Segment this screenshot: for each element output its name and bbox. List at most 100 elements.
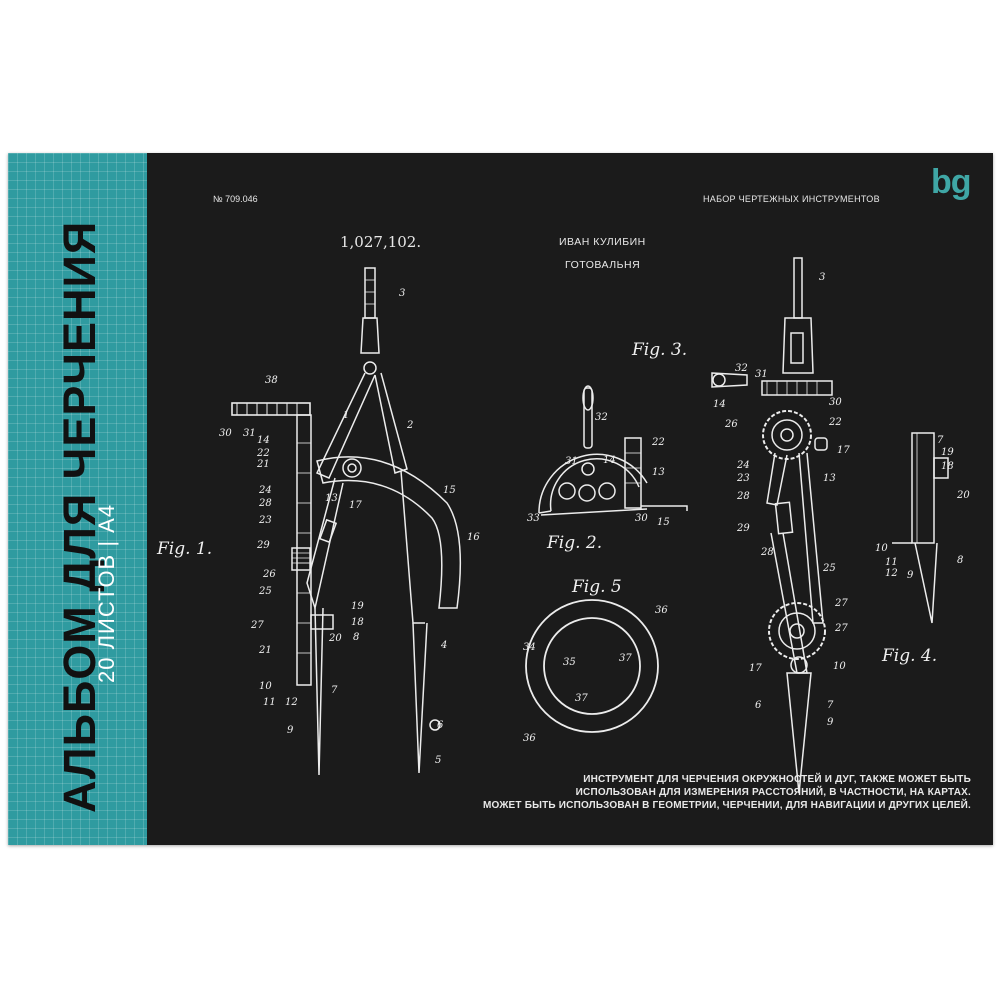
description-text: ИНСТРУМЕНТ ДЛЯ ЧЕРЧЕНИЯ ОКРУЖНОСТЕЙ И ДУ…: [483, 773, 971, 812]
svg-text:36: 36: [655, 605, 668, 616]
svg-text:18: 18: [351, 617, 364, 628]
svg-text:30: 30: [219, 428, 232, 439]
svg-text:19: 19: [351, 601, 364, 612]
figure-caption-5: Fig. 5: [571, 577, 622, 597]
svg-text:2: 2: [406, 420, 413, 431]
catalog-number: № 709.046: [213, 194, 258, 204]
gear-compass-drawing-fig3: [711, 257, 833, 794]
svg-text:27: 27: [834, 623, 848, 634]
album-subtitle: 20 ЛИСТОВ | А4: [94, 503, 119, 683]
svg-text:30: 30: [635, 513, 648, 524]
svg-text:26: 26: [724, 419, 738, 430]
svg-text:15: 15: [657, 517, 670, 528]
svg-text:7: 7: [937, 435, 944, 446]
side-detail-drawing-fig4: [892, 432, 949, 624]
svg-text:22: 22: [651, 437, 665, 448]
svg-text:31: 31: [755, 369, 768, 380]
svg-text:30: 30: [829, 397, 842, 408]
svg-text:1: 1: [343, 410, 349, 421]
svg-text:11: 11: [885, 557, 898, 568]
figure-caption-1: Fig. 1.: [156, 539, 212, 559]
svg-text:21: 21: [256, 459, 270, 470]
svg-text:17: 17: [837, 445, 850, 456]
svg-text:23: 23: [258, 515, 272, 526]
svg-text:24: 24: [258, 485, 272, 496]
svg-text:12: 12: [885, 568, 898, 579]
description-line: МОЖЕТ БЫТЬ ИСПОЛЬЗОВАН В ГЕОМЕТРИИ, ЧЕРЧ…: [482, 800, 971, 811]
figure-caption-3: Fig. 3.: [631, 340, 687, 360]
svg-text:4: 4: [440, 640, 447, 651]
svg-text:19: 19: [941, 447, 954, 458]
svg-text:22: 22: [828, 417, 842, 428]
svg-text:28: 28: [760, 547, 774, 558]
svg-text:27: 27: [250, 620, 264, 631]
svg-text:31: 31: [243, 428, 256, 439]
svg-text:14: 14: [603, 455, 616, 466]
svg-text:9: 9: [907, 570, 914, 581]
svg-text:9: 9: [827, 717, 834, 728]
svg-text:10: 10: [875, 543, 888, 554]
svg-text:15: 15: [443, 485, 456, 496]
svg-text:13: 13: [652, 467, 665, 478]
svg-text:20: 20: [956, 490, 970, 501]
svg-text:32: 32: [595, 412, 608, 423]
svg-text:25: 25: [822, 563, 836, 574]
svg-text:9: 9: [287, 725, 294, 736]
svg-text:11: 11: [263, 697, 276, 708]
svg-text:28: 28: [258, 498, 272, 509]
svg-text:10: 10: [259, 681, 272, 692]
svg-text:38: 38: [265, 375, 278, 386]
svg-text:35: 35: [563, 657, 576, 668]
description-line: ИНСТРУМЕНТ ДЛЯ ЧЕРЧЕНИЯ ОКРУЖНОСТЕЙ И ДУ…: [583, 774, 971, 785]
figure-caption-4: Fig. 4.: [881, 646, 937, 666]
protractor-drawing-fig2: [538, 385, 688, 516]
svg-text:28: 28: [736, 491, 750, 502]
svg-text:27: 27: [834, 598, 848, 609]
patent-number: 1,027,102.: [340, 233, 422, 251]
svg-text:26: 26: [262, 569, 276, 580]
notebook-cover: АЛЬБОМ ДЛЯ ЧЕРЧЕНИЯ 20 ЛИСТОВ | А4: [8, 153, 993, 845]
svg-text:24: 24: [736, 460, 750, 471]
svg-text:20: 20: [328, 633, 342, 644]
svg-text:3: 3: [399, 288, 405, 299]
svg-text:34: 34: [523, 642, 536, 653]
svg-text:13: 13: [325, 493, 338, 504]
series-title: НАБОР ЧЕРТЕЖНЫХ ИНСТРУМЕНТОВ: [703, 194, 880, 204]
author-name: ИВАН КУЛИБИН: [559, 236, 646, 248]
svg-text:13: 13: [823, 473, 836, 484]
product-name: ГОТОВАЛЬНЯ: [565, 259, 641, 271]
svg-text:14: 14: [713, 399, 726, 410]
svg-text:37: 37: [619, 653, 632, 664]
svg-text:36: 36: [523, 733, 536, 744]
svg-text:3: 3: [819, 272, 825, 283]
svg-text:17: 17: [749, 663, 762, 674]
svg-text:8: 8: [353, 632, 359, 643]
svg-text:23: 23: [736, 473, 750, 484]
svg-text:7: 7: [827, 700, 834, 711]
svg-text:7: 7: [331, 685, 338, 696]
figure-caption-2: Fig. 2.: [546, 533, 602, 553]
svg-text:22: 22: [256, 448, 270, 459]
svg-text:6: 6: [437, 720, 444, 731]
brand-logo: bg: [931, 163, 972, 201]
svg-text:14: 14: [257, 435, 270, 446]
compass-drawing-fig1: [231, 267, 462, 776]
svg-text:12: 12: [285, 697, 298, 708]
cover-spine-band: АЛЬБОМ ДЛЯ ЧЕРЧЕНИЯ 20 ЛИСТОВ | А4: [8, 153, 147, 845]
svg-text:31: 31: [565, 456, 578, 467]
svg-text:32: 32: [735, 363, 748, 374]
svg-text:6: 6: [755, 700, 762, 711]
svg-text:29: 29: [736, 523, 750, 534]
description-line: ИСПОЛЬЗОВАН ДЛЯ ИЗМЕРЕНИЯ РАССТОЯНИЙ, В …: [575, 787, 971, 798]
svg-text:16: 16: [467, 532, 480, 543]
svg-text:10: 10: [833, 661, 846, 672]
svg-text:8: 8: [957, 555, 963, 566]
svg-text:18: 18: [941, 461, 954, 472]
ring-drawing-fig5: [525, 599, 659, 733]
svg-text:37: 37: [575, 693, 588, 704]
svg-text:21: 21: [258, 645, 272, 656]
svg-text:5: 5: [435, 755, 441, 766]
